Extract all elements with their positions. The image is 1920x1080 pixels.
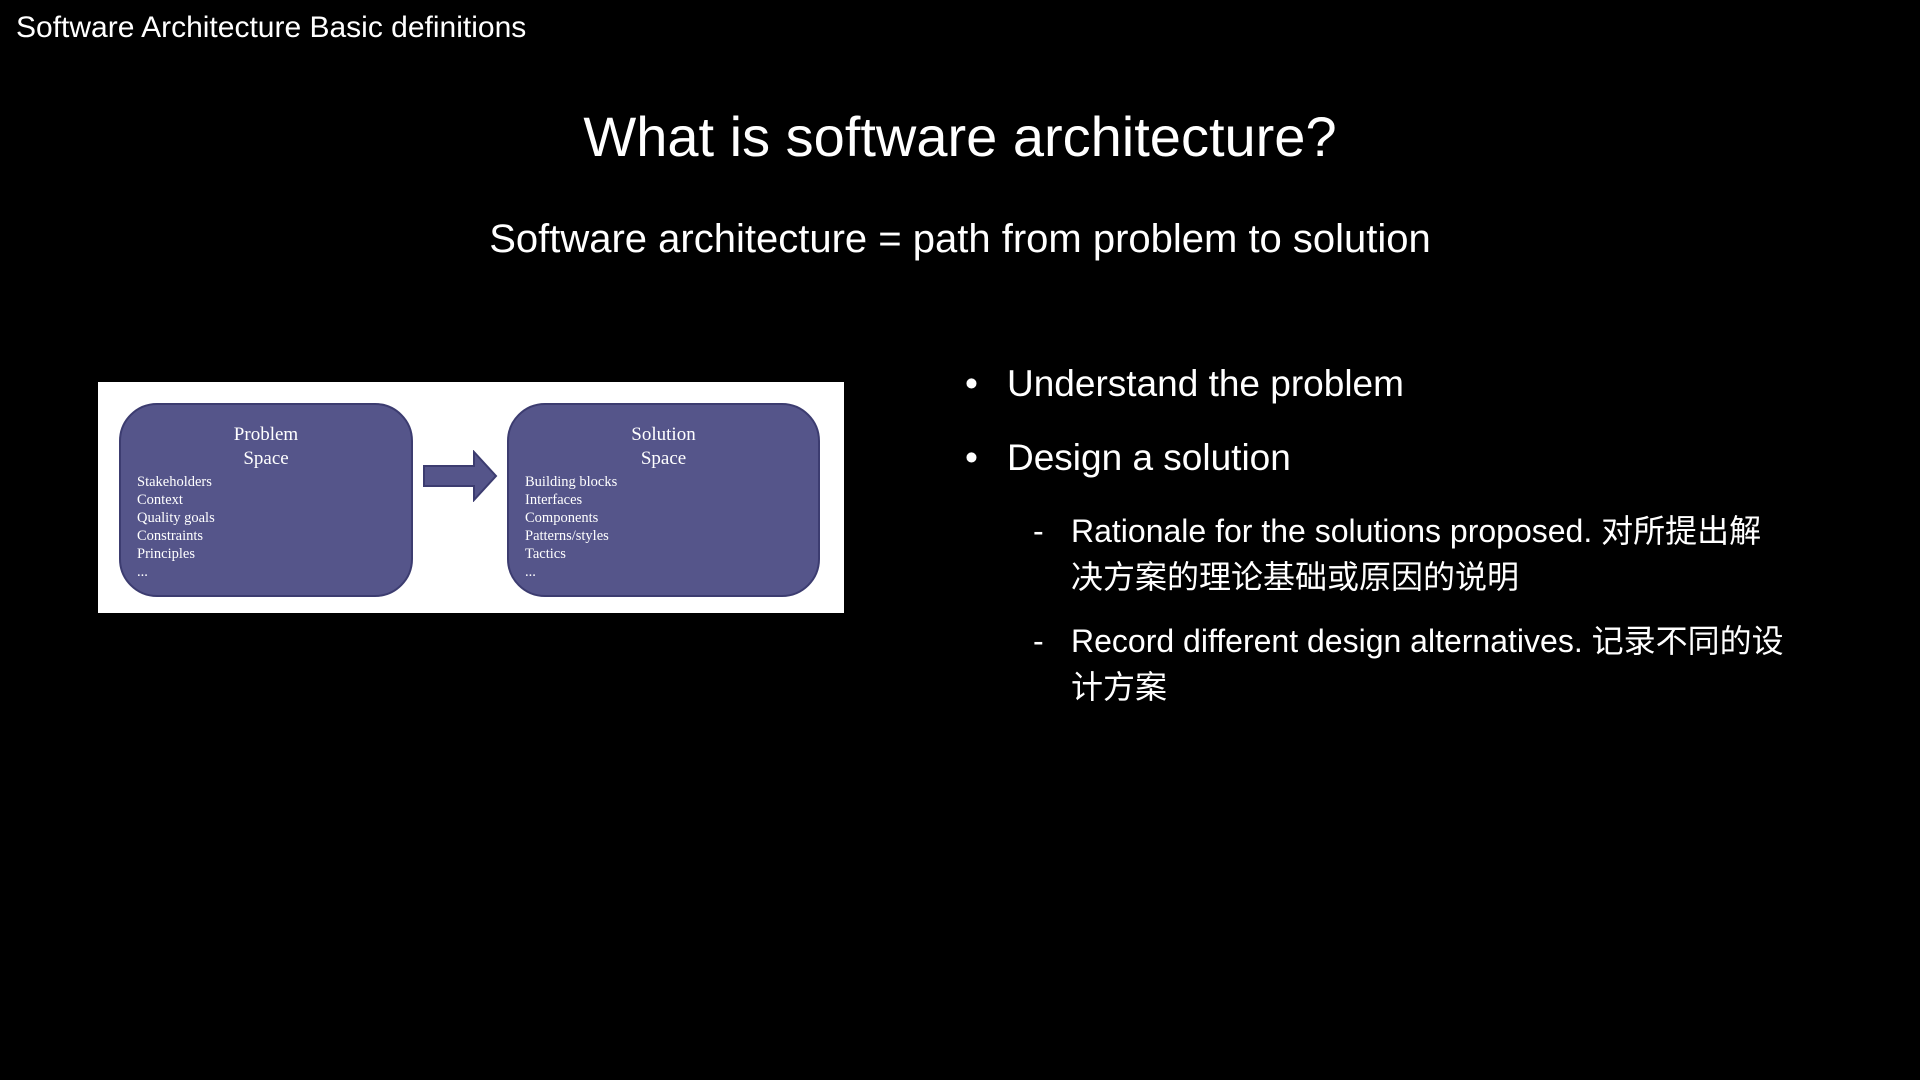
sub-bullet-list: - Rationale for the solutions proposed. … (965, 508, 1815, 710)
solution-space-title-line1: Solution (631, 424, 696, 445)
solution-space-list: Building blocks Interfaces Components Pa… (509, 473, 818, 581)
bullet-text: Understand the problem (1007, 363, 1404, 404)
bullet-item: • Understand the problem (965, 360, 1815, 408)
problem-space-title-line1: Problem (233, 424, 299, 445)
solution-space-item: ... (525, 564, 536, 580)
problem-solution-diagram: Problem Space Stakeholders Context Quali… (98, 382, 844, 613)
problem-space-title-line2: Space (243, 448, 289, 469)
bullet-item: • Design a solution (965, 434, 1815, 482)
sub-bullet-marker: - (1033, 623, 1044, 659)
sub-bullet-item: - Record different design alternatives. … (1033, 618, 1791, 710)
solution-space-box: Solution Space Building blocks Interface… (507, 403, 820, 597)
solution-space-item: Components (525, 510, 599, 526)
problem-space-item: Principles (137, 546, 195, 562)
solution-space-item: Building blocks (525, 474, 618, 490)
solution-space-title-line2: Space (640, 448, 687, 469)
section-title: Software Architecture Basic definitions (16, 11, 527, 44)
solution-space-item: Tactics (525, 546, 566, 562)
bullet-marker: • (965, 363, 978, 404)
problem-space-item: ... (137, 564, 148, 580)
right-arrow-icon (423, 450, 498, 502)
problem-space-item: Context (137, 492, 183, 508)
sub-bullet-item: - Rationale for the solutions proposed. … (1033, 508, 1791, 600)
solution-space-item: Patterns/styles (525, 528, 609, 544)
solution-space-title: Solution Space (509, 423, 818, 471)
problem-space-item: Quality goals (137, 510, 215, 526)
problem-space-item: Stakeholders (137, 474, 212, 490)
bullet-marker: • (965, 437, 978, 478)
solution-space-item: Interfaces (525, 492, 583, 508)
slide-subtitle: Software architecture = path from proble… (489, 217, 1431, 261)
sub-bullet-text: Record different design alternatives. 记录… (1071, 623, 1784, 705)
slide-title: What is software architecture? (583, 105, 1337, 168)
sub-bullet-marker: - (1033, 513, 1044, 549)
problem-space-box: Problem Space Stakeholders Context Quali… (119, 403, 413, 597)
problem-space-title: Problem Space (121, 423, 411, 471)
problem-space-list: Stakeholders Context Quality goals Const… (121, 473, 411, 581)
sub-bullet-text: Rationale for the solutions proposed. 对所… (1071, 513, 1762, 595)
problem-space-item: Constraints (137, 528, 204, 544)
bullet-list: • Understand the problem • Design a solu… (965, 360, 1815, 728)
bullet-text: Design a solution (1007, 437, 1291, 478)
